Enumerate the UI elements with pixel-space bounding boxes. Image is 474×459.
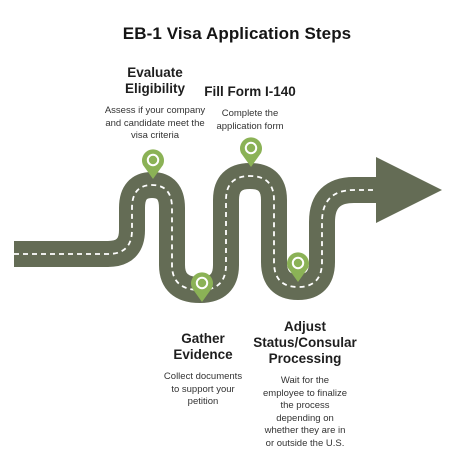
step-evaluate-eligibility: Evaluate Eligibility Assess if your comp… — [99, 65, 211, 143]
step-description: Assess if your company and candidate mee… — [104, 105, 206, 141]
diagram-title: EB-1 Visa Application Steps — [122, 24, 352, 43]
road-path — [14, 163, 398, 303]
step-marker-fill-form — [240, 137, 262, 167]
road-center-dashes — [14, 175, 394, 291]
step-fill-form: Fill Form I-140 Complete the application… — [203, 84, 297, 133]
step-title: Fill Form I-140 — [204, 84, 296, 99]
road-arrowhead — [376, 157, 442, 223]
marker-ring — [244, 141, 258, 155]
step-title: Evaluate Eligibility — [124, 65, 185, 96]
road — [14, 157, 442, 303]
step-marker-gather — [191, 272, 213, 302]
step-title: Gather Evidence — [173, 331, 233, 362]
marker-ring — [291, 256, 305, 270]
step-title: Adjust Status/Consular Processing — [253, 319, 357, 366]
step-description: Complete the application form — [216, 108, 284, 132]
step-adjust-status: Adjust Status/Consular Processing Wait f… — [252, 319, 358, 450]
marker-ring — [195, 276, 209, 290]
step-gather-evidence: Gather Evidence Collect documents to sup… — [157, 331, 249, 409]
step-marker-evaluate — [142, 149, 164, 179]
step-marker-adjust — [287, 252, 310, 282]
step-description: Collect documents to support your petiti… — [163, 371, 243, 407]
step-description: Wait for the employee to finalize the pr… — [263, 375, 347, 449]
marker-ring — [146, 153, 160, 167]
